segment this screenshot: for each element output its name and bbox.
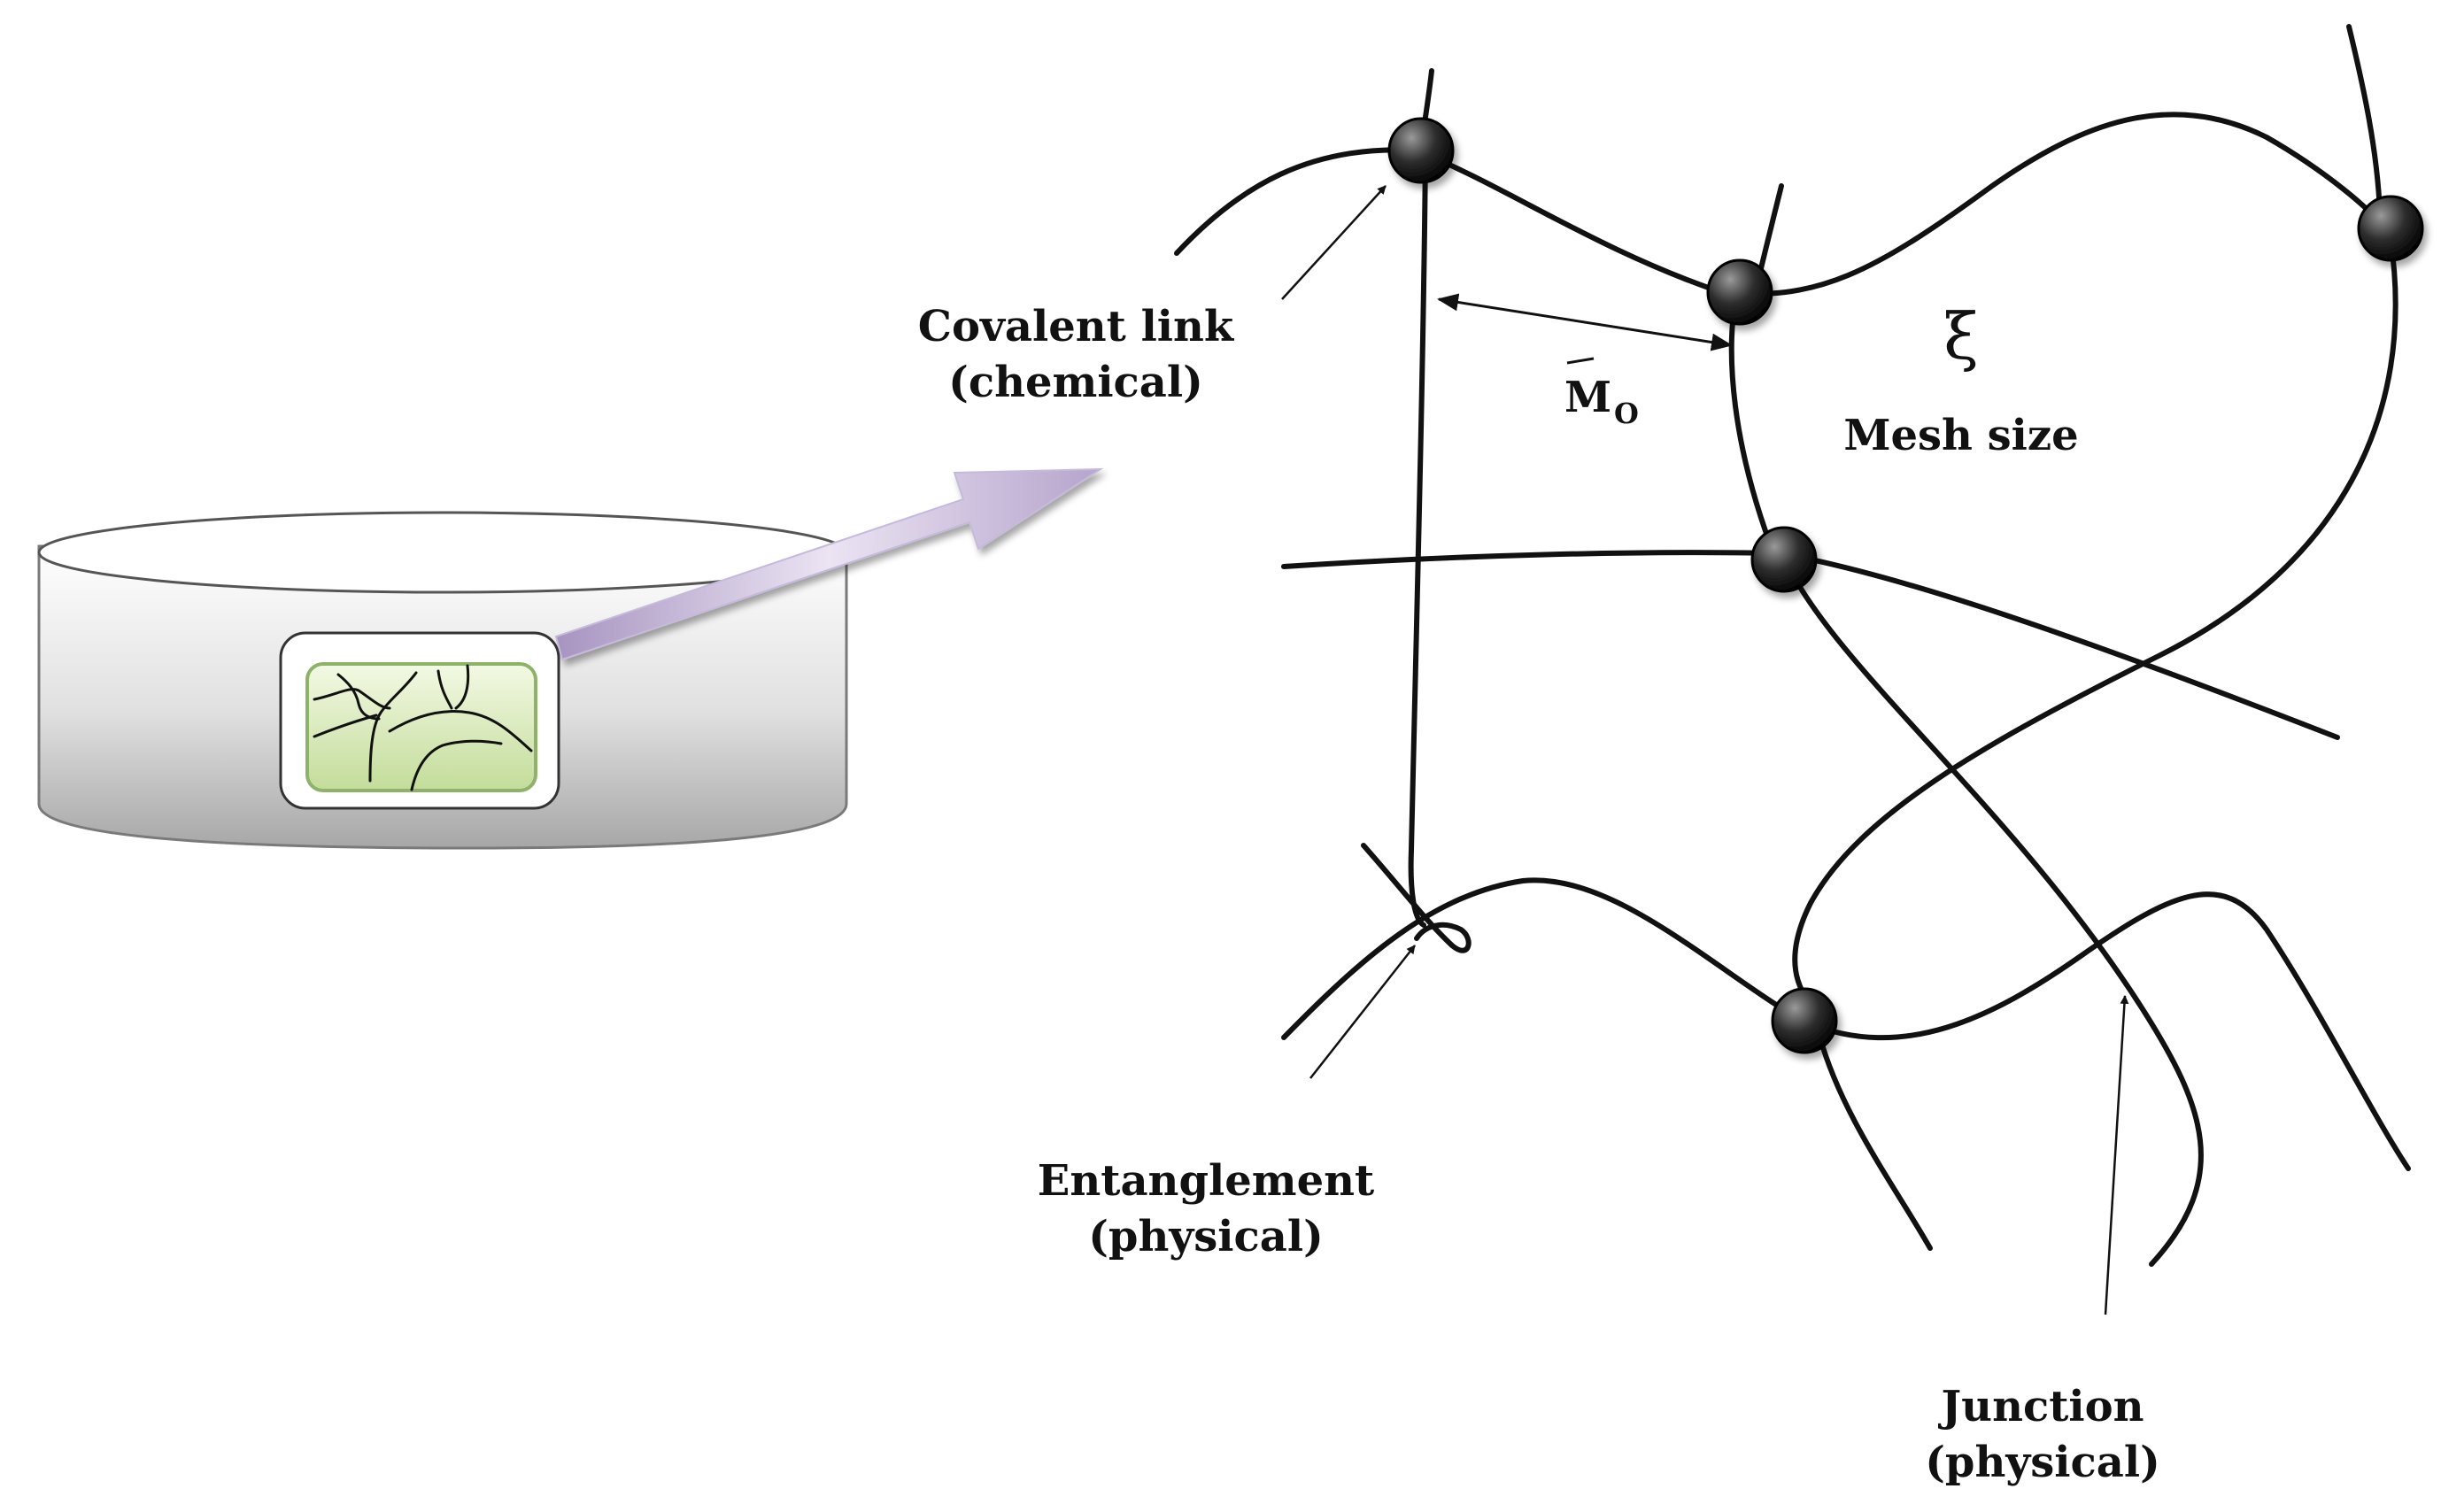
polymer-chain	[1777, 551, 2340, 740]
polymer-chain	[1174, 147, 1419, 256]
mo-symbol: M	[1564, 373, 1611, 422]
annotation-pointers	[1281, 185, 2129, 1315]
crosslink-nodes	[1387, 117, 2424, 1054]
mo-label: M O	[1564, 357, 1639, 430]
junction-label: Junction	[1937, 1382, 2144, 1431]
zoom-arrow-icon	[554, 467, 1104, 661]
mo-subscript: O	[1614, 397, 1639, 430]
polymer-chain	[1728, 297, 1778, 560]
polymer-chain	[1281, 877, 1800, 1040]
mesh-size-label: Mesh size	[1843, 411, 2078, 460]
junction-sublabel: (physical)	[1925, 1438, 2160, 1487]
crosslink-node-icon	[1750, 526, 1818, 593]
mo-double-arrow	[1437, 293, 1733, 351]
polymer-chain	[1281, 550, 1782, 569]
crosslink-node-icon	[1771, 987, 1838, 1054]
polymer-chain	[1786, 564, 2204, 1267]
polymer-chain	[2346, 24, 2383, 215]
covalent-link-sublabel: (chemical)	[948, 358, 1203, 407]
covalent-link-pointer	[1281, 185, 1387, 300]
hydrogel-sample-inset	[279, 631, 560, 810]
crosslink-node-icon	[2357, 195, 2424, 262]
polymer-chain	[1408, 148, 1428, 928]
mo-overbar	[1566, 357, 1595, 365]
polymer-chain	[1804, 891, 2411, 1171]
crosslink-node-icon	[1706, 258, 1773, 326]
entanglement-loop	[1361, 843, 1472, 953]
polymer-chain	[1414, 148, 1719, 293]
xi-symbol: ξ	[1943, 299, 1979, 374]
junction-pointer	[2104, 995, 2129, 1315]
entanglement-sublabel: (physical)	[1088, 1212, 1324, 1261]
mini-network-icon	[313, 664, 533, 791]
entanglement-label: Entanglement	[1038, 1156, 1374, 1206]
polymer-chain	[1792, 236, 2399, 1021]
crosslink-node-icon	[1387, 117, 1455, 184]
covalent-link-label: Covalent link	[918, 302, 1235, 351]
entanglement-pointer	[1309, 945, 1416, 1079]
polymer-chain	[1817, 1033, 1933, 1251]
polymer-chain	[1713, 112, 2383, 297]
